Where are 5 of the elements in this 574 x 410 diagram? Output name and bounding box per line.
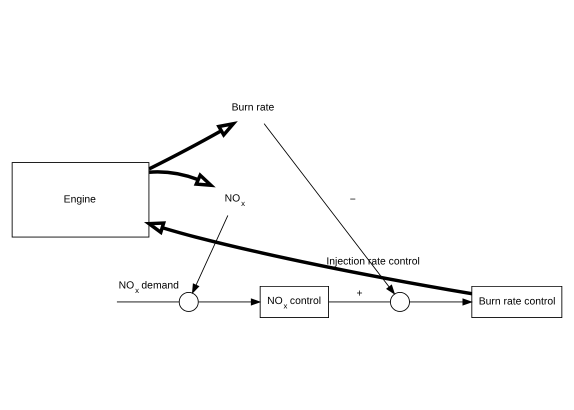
- edge-label: +: [356, 288, 363, 300]
- node-label: NO$_{x}$ demand: [118, 280, 179, 296]
- node-text: Burn rate: [232, 102, 274, 114]
- node-text: NO$_{x}$: [224, 194, 246, 208]
- edge-label: −: [350, 194, 356, 206]
